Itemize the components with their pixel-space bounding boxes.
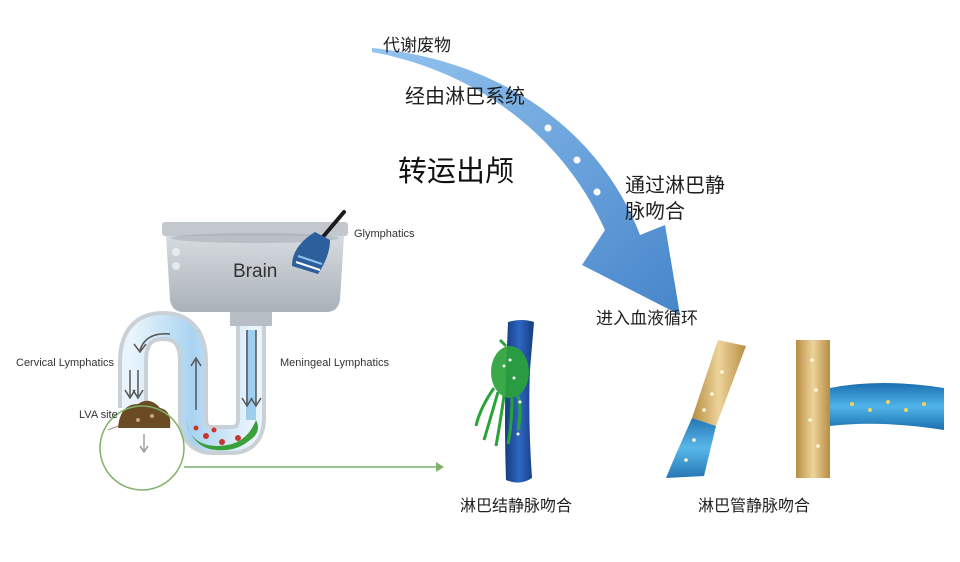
via-anastomosis-label: 通过淋巴静 脉吻合: [625, 173, 725, 223]
green-clump: [186, 420, 258, 451]
via-lymph-label: 经由淋巴系统: [405, 84, 525, 108]
out-skull-label: 转运出颅: [398, 154, 515, 188]
drain-pipes: [118, 310, 266, 455]
lymph-node-vein-illustration: [474, 320, 534, 483]
zoom-callout: [99, 405, 444, 491]
vessel-venous-caption: 淋巴管静脉吻合: [698, 496, 811, 515]
cervical-lymphatics-label: Cervical Lymphatics: [16, 357, 115, 369]
curved-flow-arrow: [372, 48, 680, 315]
node-venous-caption: 淋巴结静脉吻合: [460, 496, 573, 515]
brush-icon: [292, 210, 346, 274]
waste-label: 代谢废物: [383, 36, 451, 56]
enter-blood-label: 进入血液循环: [596, 309, 698, 329]
brain-label: Brain: [233, 261, 278, 282]
lymph-vessel-vein-illustration: [666, 340, 944, 478]
meningeal-lymphatics-label: Meningeal Lymphatics: [280, 357, 390, 369]
lva-site-label: LVA site: [79, 409, 118, 421]
glymphatics-label: Glymphatics: [354, 228, 415, 240]
